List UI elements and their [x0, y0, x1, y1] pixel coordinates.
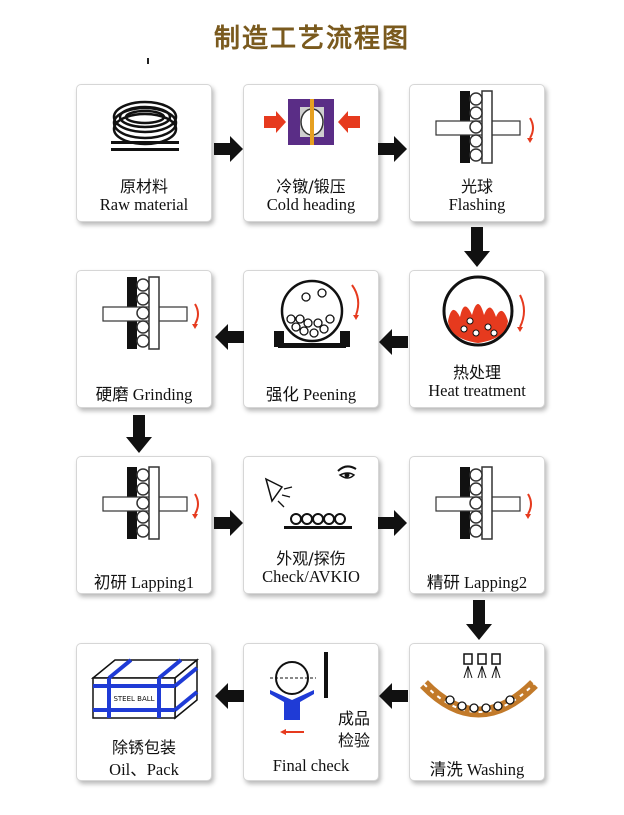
nozzle-icon	[463, 653, 501, 665]
step-label-en: Oil、Pack	[109, 760, 179, 779]
arrow-right-icon	[378, 510, 407, 536]
step-label-zh-line2: 检验	[337, 731, 370, 750]
lamp-icon	[264, 477, 293, 508]
arrow-left-icon	[215, 683, 244, 709]
step-label-zh-line1: 成品	[337, 709, 370, 728]
arrow-right-icon	[214, 510, 243, 536]
arrow-right-icon	[214, 136, 243, 162]
final-check-icon	[270, 652, 328, 735]
step-grinding: 硬磨 Grinding	[76, 270, 212, 408]
heading-die-icon	[264, 99, 360, 145]
arrow-left-icon	[379, 683, 408, 709]
page-title: 制造工艺流程图	[213, 24, 410, 54]
step-label-en: Check/AVKIO	[262, 567, 360, 586]
box-label: STEEL BALL	[113, 695, 154, 703]
grinding-plate-icon	[102, 276, 199, 350]
step-label-zh: 外观/探伤	[276, 549, 346, 568]
step-cold-heading: 冷镦/锻压 Cold heading	[243, 84, 379, 222]
step-check: 外观/探伤 Check/AVKIO	[243, 456, 379, 594]
step-label-en: Heat treatment	[428, 381, 526, 400]
arrow-left-icon	[379, 329, 408, 355]
step-label-en: Lapping2	[463, 573, 528, 592]
step-label-zh: 光球	[460, 177, 493, 196]
coil-icon	[111, 100, 179, 151]
step-label: 强化 Peening	[244, 381, 378, 405]
step-label-en: Peening	[302, 385, 357, 404]
step-raw-material: 原材料 Raw material	[76, 84, 212, 222]
steel-ball-box-icon: STEEL BALL	[90, 658, 200, 720]
step-lapping2: 精研 Lapping2	[409, 456, 545, 594]
step-oil-pack: STEEL BALL 除锈包装 Oil、Pack	[76, 643, 212, 781]
step-label-en: Raw material	[99, 195, 189, 214]
step-label-en: Flashing	[448, 195, 506, 214]
lapping-plate-icon	[102, 466, 199, 540]
step-heat-treatment: 热处理 Heat treatment	[409, 270, 545, 408]
step-label-zh: 冷镦/锻压	[276, 177, 346, 196]
step-label-zh: 原材料	[119, 177, 168, 196]
step-label-zh: 初研	[93, 573, 127, 592]
arrow-right-icon	[378, 136, 407, 162]
arrow-down-icon	[126, 415, 152, 453]
step-label-en: Final check	[272, 756, 350, 775]
step-label-en: Lapping1	[130, 573, 195, 592]
step-washing: 清洗 Washing	[409, 643, 545, 781]
step-label-zh: 硬磨	[95, 385, 129, 404]
step-label: 硬磨 Grinding	[77, 381, 211, 405]
step-label-zh: 热处理	[452, 363, 501, 382]
step-label-zh: 成品 检验	[334, 708, 374, 752]
step-label-zh: 强化	[265, 385, 299, 404]
arrow-left-icon	[215, 324, 244, 350]
eye-icon	[337, 465, 357, 479]
step-lapping1: 初研 Lapping1	[76, 456, 212, 594]
step-label-zh: 精研	[426, 573, 460, 592]
step-label: 清洗 Washing	[410, 756, 544, 780]
flashing-plate-icon	[435, 90, 534, 164]
step-label-zh: 除锈包装	[111, 738, 176, 757]
arrow-down-icon	[466, 600, 492, 640]
furnace-drum-icon	[442, 275, 525, 347]
lapping-plate-icon	[435, 466, 532, 540]
inspection-icon	[264, 465, 357, 529]
step-final-check: 成品 检验 Final check	[243, 643, 379, 781]
step-peening: 强化 Peening	[243, 270, 379, 408]
step-label-en: Washing	[466, 760, 525, 779]
step-flashing: 光球 Flashing	[409, 84, 545, 222]
step-label-en: Grinding	[132, 385, 193, 404]
stray-mark	[147, 58, 149, 64]
washing-conveyor-icon	[420, 653, 538, 718]
step-label-en: Cold heading	[266, 195, 356, 214]
step-label-zh: 清洗	[429, 760, 463, 779]
arrow-down-icon	[464, 227, 490, 267]
peening-drum-icon	[274, 279, 360, 348]
step-label: 精研 Lapping2	[410, 569, 544, 593]
step-label: 初研 Lapping1	[77, 569, 211, 593]
